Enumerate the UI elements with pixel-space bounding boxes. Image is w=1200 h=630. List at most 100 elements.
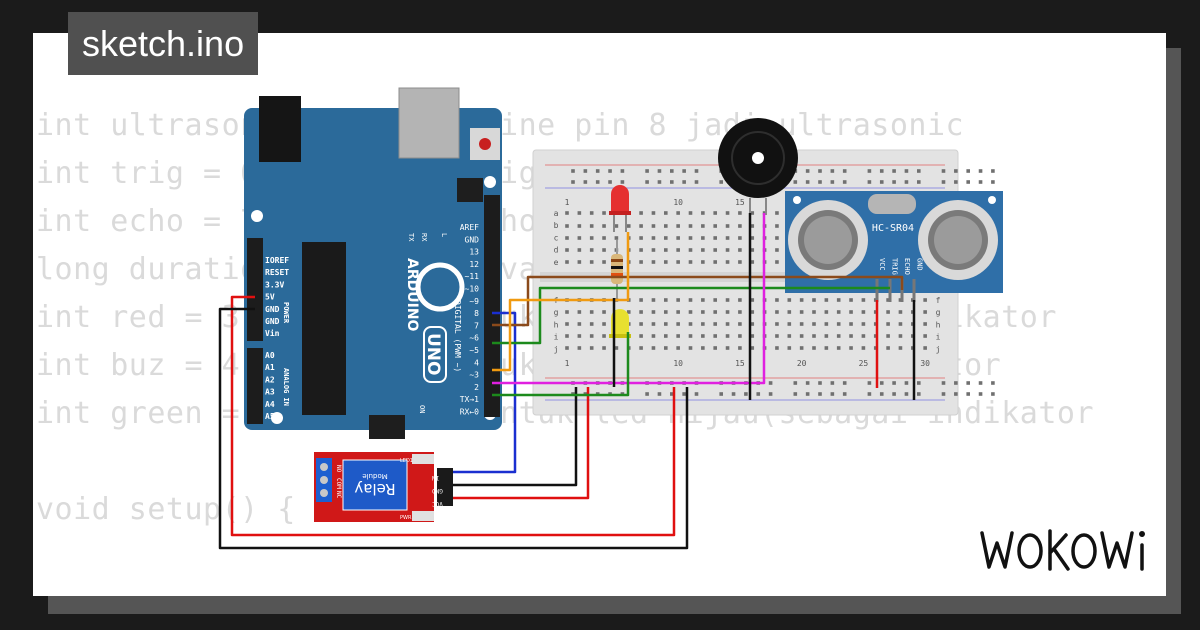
breadboard-hole[interactable]: [904, 180, 909, 184]
breadboard-hole[interactable]: [589, 260, 594, 264]
breadboard-hole[interactable]: [664, 310, 668, 314]
breadboard-hole[interactable]: [750, 236, 755, 240]
breadboard-hole[interactable]: [892, 392, 896, 396]
breadboard-hole[interactable]: [867, 392, 872, 396]
breadboard-hole[interactable]: [651, 346, 656, 350]
breadboard-hole[interactable]: [651, 248, 656, 252]
breadboard-hole[interactable]: [651, 260, 656, 264]
breadboard-hole[interactable]: [589, 310, 594, 314]
breadboard-hole[interactable]: [620, 169, 625, 173]
breadboard-hole[interactable]: [589, 211, 594, 215]
breadboard-hole[interactable]: [626, 224, 631, 228]
breadboard-hole[interactable]: [589, 346, 594, 350]
breadboard-hole[interactable]: [818, 381, 822, 385]
breadboard-hole[interactable]: [620, 180, 625, 184]
breadboard-hole[interactable]: [824, 346, 829, 350]
breadboard-hole[interactable]: [775, 334, 779, 338]
breadboard-hole[interactable]: [793, 392, 798, 396]
breadboard-hole[interactable]: [682, 169, 686, 173]
breadboard-hole[interactable]: [713, 334, 717, 338]
breadboard-hole[interactable]: [941, 381, 946, 385]
breadboard-hole[interactable]: [768, 381, 773, 385]
breadboard-hole[interactable]: [842, 381, 847, 385]
breadboard-hole[interactable]: [886, 334, 890, 338]
breadboard-hole[interactable]: [812, 298, 816, 302]
breadboard-hole[interactable]: [657, 392, 662, 396]
breadboard-hole[interactable]: [725, 248, 730, 252]
breadboard-hole[interactable]: [645, 392, 649, 396]
breadboard-hole[interactable]: [787, 298, 792, 302]
breadboard-hole[interactable]: [676, 236, 680, 240]
breadboard-hole[interactable]: [688, 260, 693, 264]
breadboard-hole[interactable]: [571, 169, 575, 173]
breadboard-hole[interactable]: [830, 392, 835, 396]
breadboard-hole[interactable]: [849, 346, 853, 350]
breadboard-hole[interactable]: [879, 392, 884, 396]
breadboard-hole[interactable]: [701, 236, 705, 240]
breadboard-hole[interactable]: [565, 346, 569, 350]
breadboard-hole[interactable]: [595, 169, 600, 173]
breadboard-hole[interactable]: [577, 236, 582, 240]
breadboard-hole[interactable]: [775, 322, 779, 326]
breadboard-hole[interactable]: [639, 298, 643, 302]
breadboard-hole[interactable]: [713, 248, 717, 252]
breadboard-hole[interactable]: [565, 310, 569, 314]
breadboard-hole[interactable]: [849, 334, 853, 338]
breadboard-hole[interactable]: [589, 248, 594, 252]
breadboard-hole[interactable]: [639, 322, 643, 326]
file-tab[interactable]: sketch.ino: [68, 12, 259, 75]
breadboard-hole[interactable]: [775, 236, 779, 240]
breadboard-hole[interactable]: [701, 224, 705, 228]
breadboard-hole[interactable]: [775, 248, 779, 252]
breadboard-hole[interactable]: [664, 322, 668, 326]
breadboard-hole[interactable]: [954, 180, 958, 184]
breadboard-hole[interactable]: [725, 322, 730, 326]
breadboard-hole[interactable]: [849, 310, 853, 314]
breadboard-hole[interactable]: [812, 334, 816, 338]
breadboard-hole[interactable]: [904, 381, 909, 385]
breadboard-hole[interactable]: [639, 310, 643, 314]
breadboard-hole[interactable]: [861, 346, 866, 350]
wires[interactable]: [218, 213, 916, 550]
breadboard-hole[interactable]: [904, 392, 909, 396]
breadboard-hole[interactable]: [879, 169, 884, 173]
breadboard-hole[interactable]: [664, 224, 668, 228]
breadboard-hole[interactable]: [861, 322, 866, 326]
breadboard-hole[interactable]: [664, 260, 668, 264]
breadboard-hole[interactable]: [626, 310, 631, 314]
breadboard-hole[interactable]: [886, 346, 890, 350]
breadboard-hole[interactable]: [676, 298, 680, 302]
breadboard-hole[interactable]: [651, 224, 656, 228]
breadboard-hole[interactable]: [688, 334, 693, 338]
breadboard-hole[interactable]: [738, 334, 742, 338]
breadboard-hole[interactable]: [805, 381, 810, 385]
breadboard-hole[interactable]: [917, 169, 921, 173]
breadboard-hole[interactable]: [694, 180, 699, 184]
breadboard-hole[interactable]: [738, 322, 742, 326]
breadboard-hole[interactable]: [664, 334, 668, 338]
breadboard-hole[interactable]: [867, 381, 872, 385]
breadboard-hole[interactable]: [645, 180, 649, 184]
breadboard-hole[interactable]: [639, 346, 643, 350]
breadboard-hole[interactable]: [565, 322, 569, 326]
breadboard-hole[interactable]: [608, 180, 612, 184]
breadboard-hole[interactable]: [867, 180, 872, 184]
breadboard-hole[interactable]: [676, 310, 680, 314]
breadboard-hole[interactable]: [886, 322, 890, 326]
breadboard-hole[interactable]: [565, 248, 569, 252]
yellow-led[interactable]: [609, 309, 631, 338]
breadboard-hole[interactable]: [639, 236, 643, 240]
breadboard-hole[interactable]: [842, 180, 847, 184]
breadboard-hole[interactable]: [756, 392, 761, 396]
breadboard-hole[interactable]: [602, 224, 606, 228]
breadboard-hole[interactable]: [589, 334, 594, 338]
breadboard-hole[interactable]: [898, 322, 903, 326]
breadboard-hole[interactable]: [639, 211, 643, 215]
breadboard-hole[interactable]: [608, 169, 612, 173]
breadboard-hole[interactable]: [836, 334, 841, 338]
breadboard-hole[interactable]: [824, 298, 829, 302]
breadboard-hole[interactable]: [701, 211, 705, 215]
breadboard-hole[interactable]: [775, 310, 779, 314]
breadboard-hole[interactable]: [941, 169, 946, 173]
breadboard-hole[interactable]: [991, 381, 995, 385]
